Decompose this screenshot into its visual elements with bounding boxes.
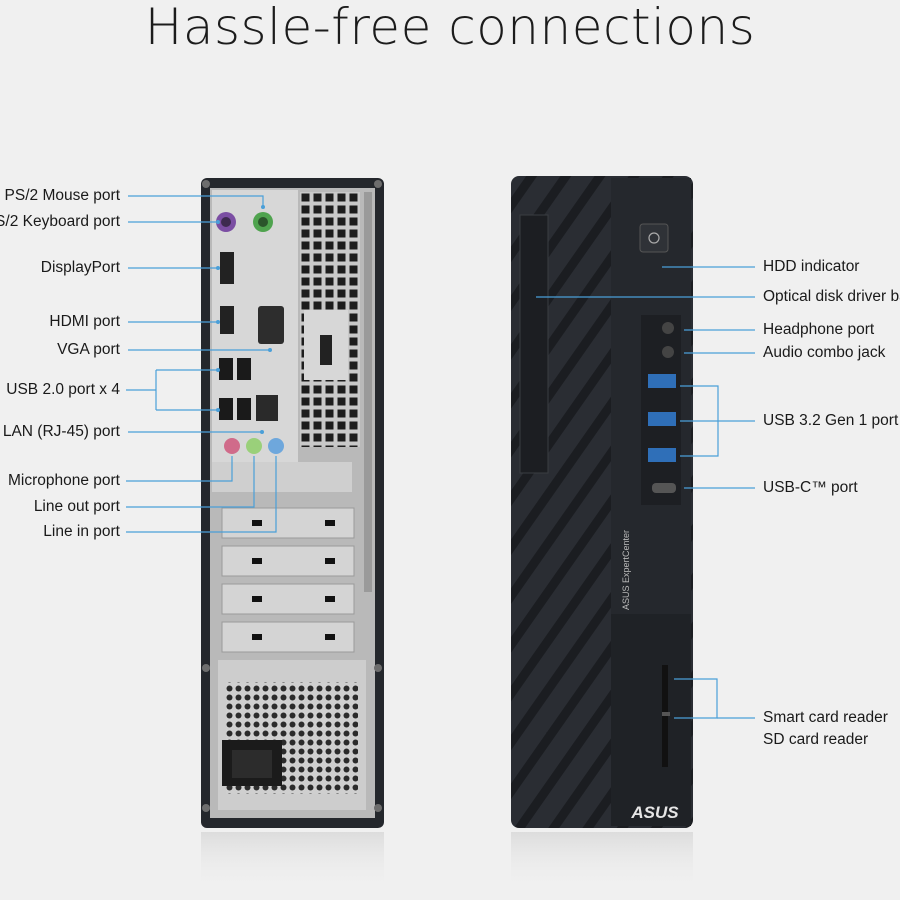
page-title: Hassle-free connections [144, 0, 756, 56]
front-vertical-text: ASUS ExpertCenter [621, 530, 631, 610]
label-microphone-port: Microphone port [7, 472, 120, 489]
label-usb-c-port: USB-C™ port [763, 479, 858, 496]
front-chassis: ASUS ExpertCenter ASUS [511, 176, 693, 892]
label-line-out-port: Line out port [33, 498, 120, 515]
label-usb-2-ports: USB 2.0 port x 4 [6, 381, 120, 398]
label-hdd-indicator: HDD indicator [763, 258, 860, 275]
label-headphone-port: Headphone port [763, 321, 875, 338]
label-line-in-port: Line in port [43, 523, 120, 540]
label-ps2-keyboard-port: PS/2 Keyboard port [0, 213, 120, 230]
label-smart-card-reader: Smart card reader [763, 709, 888, 726]
label-optical-bay: Optical disk driver bay [763, 288, 900, 305]
label-hdmi-port: HDMI port [49, 313, 120, 330]
label-audio-combo-jack: Audio combo jack [763, 344, 886, 361]
label-vga-port: VGA port [57, 341, 120, 358]
label-ps2-mouse-port: PS/2 Mouse port [4, 187, 120, 204]
front-callout-lines [536, 266, 755, 719]
rear-chassis [201, 178, 384, 892]
asus-logo: ASUS [630, 803, 679, 822]
label-lan-port: LAN (RJ-45) port [2, 423, 120, 440]
label-sd-card-reader: SD card reader [763, 731, 869, 748]
rear-callout-lines [126, 195, 277, 533]
label-displayport: DisplayPort [40, 259, 120, 276]
label-usb-3-2-ports: USB 3.2 Gen 1 port [763, 412, 899, 429]
